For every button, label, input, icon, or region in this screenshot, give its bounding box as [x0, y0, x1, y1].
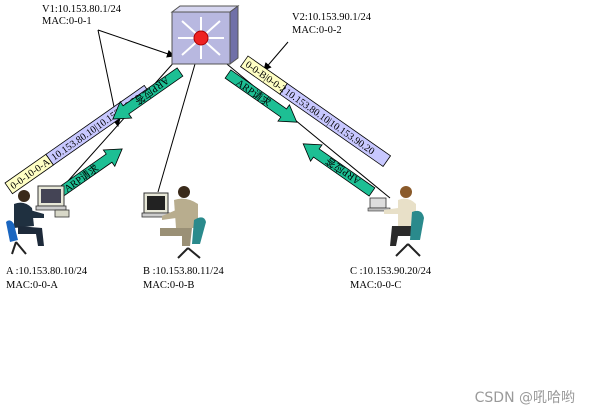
host-b-mac: MAC:0-0-B [143, 280, 195, 291]
gateway-v2-ip: V2:10.153.90.1/24 [292, 12, 372, 23]
host-a-mac: MAC:0-0-A [6, 280, 58, 291]
gateway-v2-mac: MAC:0-0-2 [292, 25, 342, 36]
host-c-ip: C :10.153.90.20/24 [350, 266, 432, 277]
host-a-person-icon [6, 185, 70, 255]
layer3-switch-icon [170, 5, 240, 65]
host-b-person-icon [141, 186, 206, 259]
v1-pointer-line [97, 29, 175, 58]
cable-to-host-b [157, 63, 196, 193]
gateway-v1-mac: MAC:0-0-1 [42, 16, 92, 27]
gateway-v1-ip: V1:10.153.80.1/24 [42, 4, 122, 15]
host-c-person-icon [367, 186, 424, 257]
packet-right-ip-field [279, 82, 392, 168]
host-a-ip: A :10.153.80.10/24 [6, 266, 88, 277]
host-b-ip: B :10.153.80.11/24 [143, 266, 224, 277]
watermark: CSDN @吼哈哟 [474, 390, 575, 406]
host-c-mac: MAC:0-0-C [350, 280, 402, 291]
arp-reply-arrow-a: ARP应答 [112, 67, 184, 120]
cable-to-host-c [221, 59, 391, 199]
v2-pointer-line [263, 41, 289, 71]
